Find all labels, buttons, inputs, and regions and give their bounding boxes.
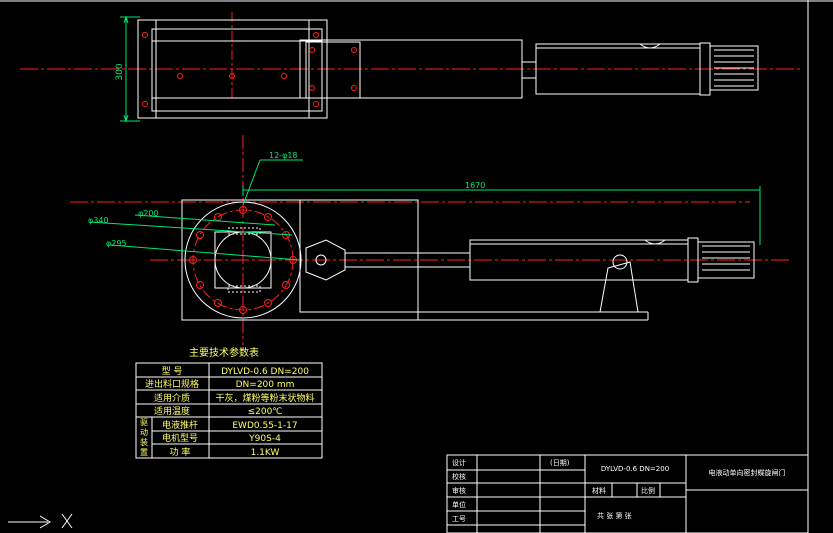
title-label: 工号 xyxy=(452,515,466,523)
scale-label: 比例 xyxy=(641,486,655,495)
table-row-value: EWD0.55-1-17 xyxy=(232,421,297,431)
front-view xyxy=(70,135,790,345)
table-group-label: 驱动装置 xyxy=(140,418,148,457)
dia-inner-label: φ200 xyxy=(138,209,159,218)
title-label: 单位 xyxy=(452,500,466,509)
title-label: 审核 xyxy=(452,486,466,495)
dia-outer-label: φ340 xyxy=(88,216,109,225)
drawing-number: DYLVD-0.6 DN=200 xyxy=(601,465,669,473)
table-row-label: 适用介质 xyxy=(154,392,190,404)
table-row-label: 功 率 xyxy=(170,446,191,458)
table-row-label: 电机型号 xyxy=(162,432,198,444)
title-label: 设计 xyxy=(452,458,466,467)
material-label: 材料 xyxy=(592,486,606,495)
table-row-value: DN=200 mm xyxy=(236,380,295,390)
table-row-label: 进出料口规格 xyxy=(145,378,199,390)
table-title: 主要技术参数表 xyxy=(189,346,259,359)
sheets-label: 共 张 第 张 xyxy=(597,511,632,520)
drawing-name: 电液动单向密封蝶旋闸门 xyxy=(709,468,786,477)
title-block xyxy=(446,454,809,533)
table-row-value: ≤200℃ xyxy=(248,407,283,417)
table-row-value: Y90S-4 xyxy=(248,434,281,444)
table-row-value: DYLVD-0.6 DN=200 xyxy=(221,367,309,377)
dia-pitch-label: φ295 xyxy=(106,239,127,248)
title-label: 校核 xyxy=(452,472,466,481)
table-row-label: 型 号 xyxy=(162,366,183,377)
length-dim-label: 1670 xyxy=(465,181,485,190)
table-row-value: 干灰，煤粉等粉末状物料 xyxy=(215,392,314,404)
title-date: (日期) xyxy=(550,459,570,467)
table-row-label: 电液推杆 xyxy=(162,419,198,431)
table-row-value: 1.1KW xyxy=(251,448,280,458)
dim-height-label: 300 xyxy=(115,63,125,80)
top-view xyxy=(20,12,800,123)
holes-leader-label: 12-φ18 xyxy=(269,151,298,160)
table-row-label: 适用温度 xyxy=(154,405,190,417)
ucs-axis-icon xyxy=(8,513,73,529)
param-table xyxy=(135,362,323,459)
